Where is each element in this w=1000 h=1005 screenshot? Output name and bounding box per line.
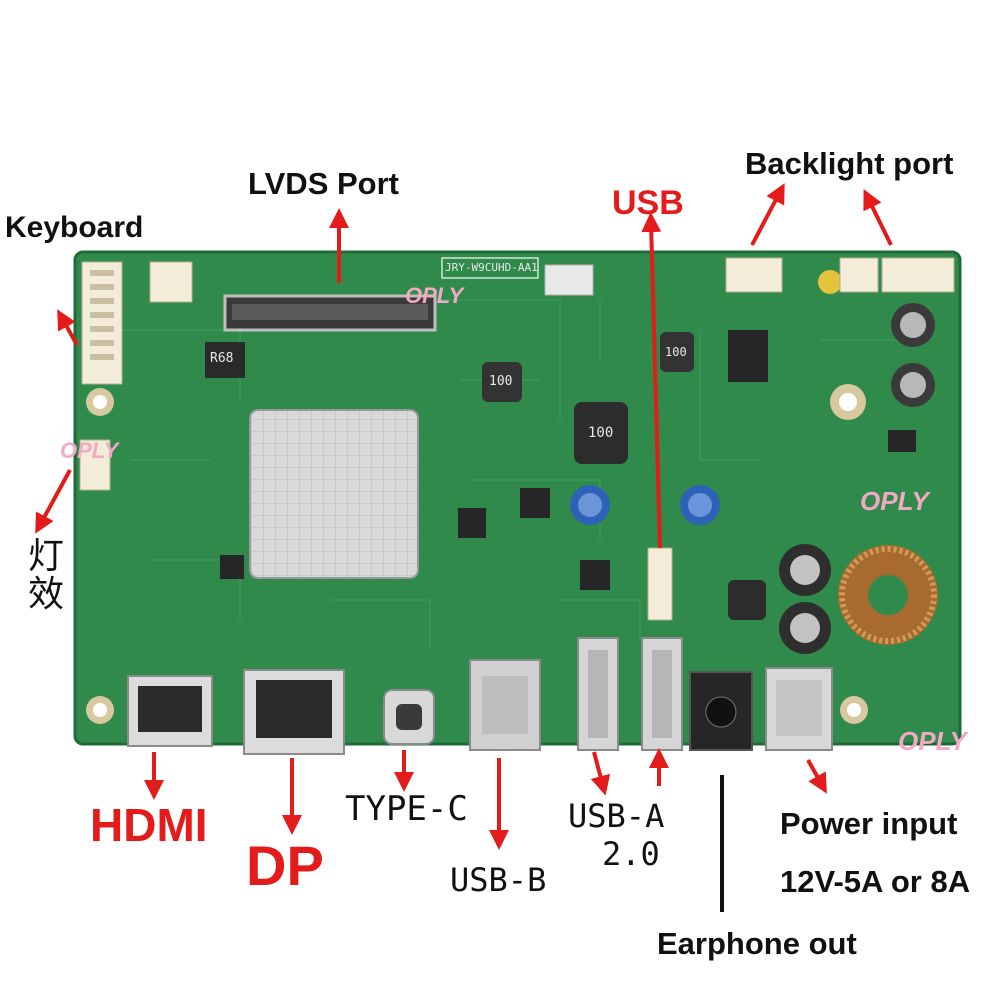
mounting-holes — [86, 384, 868, 724]
keyboard-connector — [81, 261, 123, 385]
label-power-spec: 12V-5A or 8A — [780, 864, 971, 899]
label-lvds-port: LVDS Port — [248, 166, 399, 201]
label-usb: USB — [612, 184, 684, 222]
inductor-1-label: 100 — [489, 374, 513, 389]
arrow-backlight-2 — [863, 189, 893, 246]
label-keyboard: Keyboard — [5, 211, 144, 244]
inductor-1 — [482, 362, 522, 402]
inductor-2-label: 100 — [588, 425, 614, 441]
backlight-connector-1 — [725, 257, 783, 293]
inductor-2 — [574, 402, 628, 464]
usb-header — [647, 547, 673, 621]
capacitors — [570, 270, 935, 654]
watermark-4: OPLY — [898, 726, 967, 756]
label-usb-a-version: 2.0 — [602, 835, 660, 873]
inductor-3 — [660, 332, 694, 372]
arrow-power — [806, 759, 827, 794]
watermark-2: OPLY — [60, 438, 119, 463]
label-led-effect: 灯效 — [28, 536, 65, 615]
label-usb-a: USB-A — [568, 797, 665, 835]
resistor-label: R68 — [210, 351, 234, 366]
arrow-usb — [641, 212, 662, 549]
chip-r68 — [205, 342, 245, 378]
arrow-backlight-1 — [750, 183, 785, 246]
label-dp: DP — [246, 834, 324, 897]
label-type-c: TYPE-C — [345, 789, 468, 829]
heatsink — [249, 409, 419, 579]
label-usb-b: USB-B — [450, 861, 547, 899]
watermark-3: OPLY — [860, 486, 929, 516]
led-effect-connector — [79, 439, 111, 491]
arrow-usb-a-1 — [590, 751, 611, 796]
label-hdmi: HDMI — [90, 799, 208, 851]
arrow-keyboard — [57, 309, 79, 346]
backlight-connector-2 — [839, 257, 879, 293]
watermark-1: OPLY — [405, 283, 464, 308]
label-power-input: Power input — [780, 806, 958, 841]
arrow-led-effect — [35, 469, 72, 534]
inductor-3-label: 100 — [665, 345, 687, 359]
label-backlight-port: Backlight port — [745, 146, 954, 181]
backlight-connector-3 — [881, 257, 955, 293]
board-model: JRY-W9CUHD-AA1 — [445, 261, 538, 274]
label-earphone-out: Earphone out — [657, 926, 857, 961]
